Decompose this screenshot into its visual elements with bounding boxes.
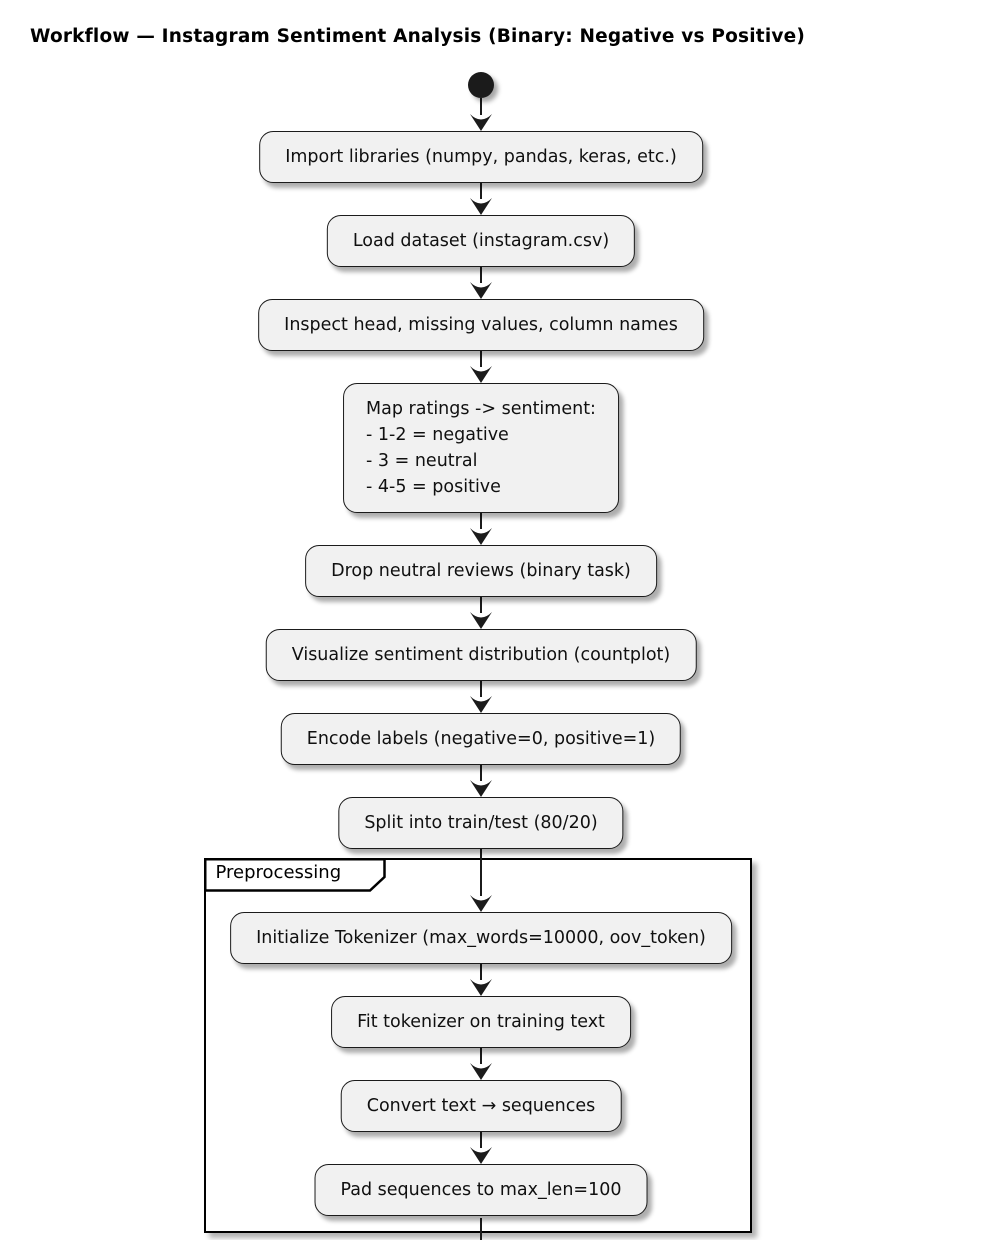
partition-label: Preprocessing xyxy=(215,861,342,883)
arrow-down-icon xyxy=(470,366,492,383)
partition-tab: Preprocessing xyxy=(203,857,386,892)
flow-arrow xyxy=(470,964,492,996)
arrow-down-icon xyxy=(470,979,492,996)
flow-arrow xyxy=(470,183,492,215)
arrow-shaft xyxy=(480,351,482,367)
arrow-down-icon xyxy=(470,696,492,713)
arrow-shaft xyxy=(480,1132,482,1148)
activity-convert-sequences: Convert text → sequences xyxy=(340,1080,622,1132)
diagram-title: Workflow — Instagram Sentiment Analysis … xyxy=(30,26,806,47)
flow-arrow xyxy=(470,597,492,629)
arrow-down-icon xyxy=(470,528,492,545)
activity-encode-labels: Encode labels (negative=0, positive=1) xyxy=(280,713,682,765)
flow-arrow xyxy=(470,1048,492,1080)
arrow-down-icon xyxy=(470,198,492,215)
arrow-shaft xyxy=(480,849,482,896)
arrow-down-icon xyxy=(470,780,492,797)
flow-arrow xyxy=(470,351,492,383)
arrow-shaft xyxy=(480,98,482,115)
activity-import-libraries: Import libraries (numpy, pandas, keras, … xyxy=(259,131,703,183)
activity-visualize-distribution: Visualize sentiment distribution (countp… xyxy=(265,629,697,681)
arrow-shaft xyxy=(480,1048,482,1064)
flow-arrow xyxy=(470,765,492,797)
arrow-down-icon xyxy=(470,1063,492,1080)
partition-tab-shape-icon xyxy=(203,857,386,892)
activity-initialize-tokenizer: Initialize Tokenizer (max_words=10000, o… xyxy=(230,912,732,964)
activity-drop-neutral: Drop neutral reviews (binary task) xyxy=(305,545,657,597)
arrow-shaft xyxy=(480,183,482,199)
arrow-down-icon xyxy=(470,1147,492,1164)
flow-arrow xyxy=(470,513,492,545)
activity-load-dataset: Load dataset (instagram.csv) xyxy=(326,215,636,267)
arrow-shaft xyxy=(480,597,482,613)
arrow-down-icon xyxy=(470,612,492,629)
start-node-icon xyxy=(468,72,494,98)
arrow-shaft xyxy=(480,964,482,980)
flow-arrow xyxy=(470,98,492,131)
flow-arrow xyxy=(470,267,492,299)
activity-pad-sequences: Pad sequences to max_len=100 xyxy=(314,1164,648,1216)
arrow-shaft xyxy=(480,513,482,529)
flow-line xyxy=(480,1218,482,1240)
arrow-shaft xyxy=(480,267,482,283)
activity-inspect-head: Inspect head, missing values, column nam… xyxy=(258,299,704,351)
flow-arrow xyxy=(470,681,492,713)
activity-map-ratings: Map ratings -> sentiment: - 1-2 = negati… xyxy=(343,383,619,513)
activity-split-train-test: Split into train/test (80/20) xyxy=(338,797,624,849)
arrow-down-icon xyxy=(470,895,492,912)
arrow-shaft xyxy=(480,765,482,781)
flow-arrow xyxy=(470,1132,492,1164)
flow-arrow xyxy=(470,849,492,912)
arrow-down-icon xyxy=(470,114,492,131)
activity-fit-tokenizer: Fit tokenizer on training text xyxy=(331,996,631,1048)
arrow-down-icon xyxy=(470,282,492,299)
arrow-shaft xyxy=(480,681,482,697)
